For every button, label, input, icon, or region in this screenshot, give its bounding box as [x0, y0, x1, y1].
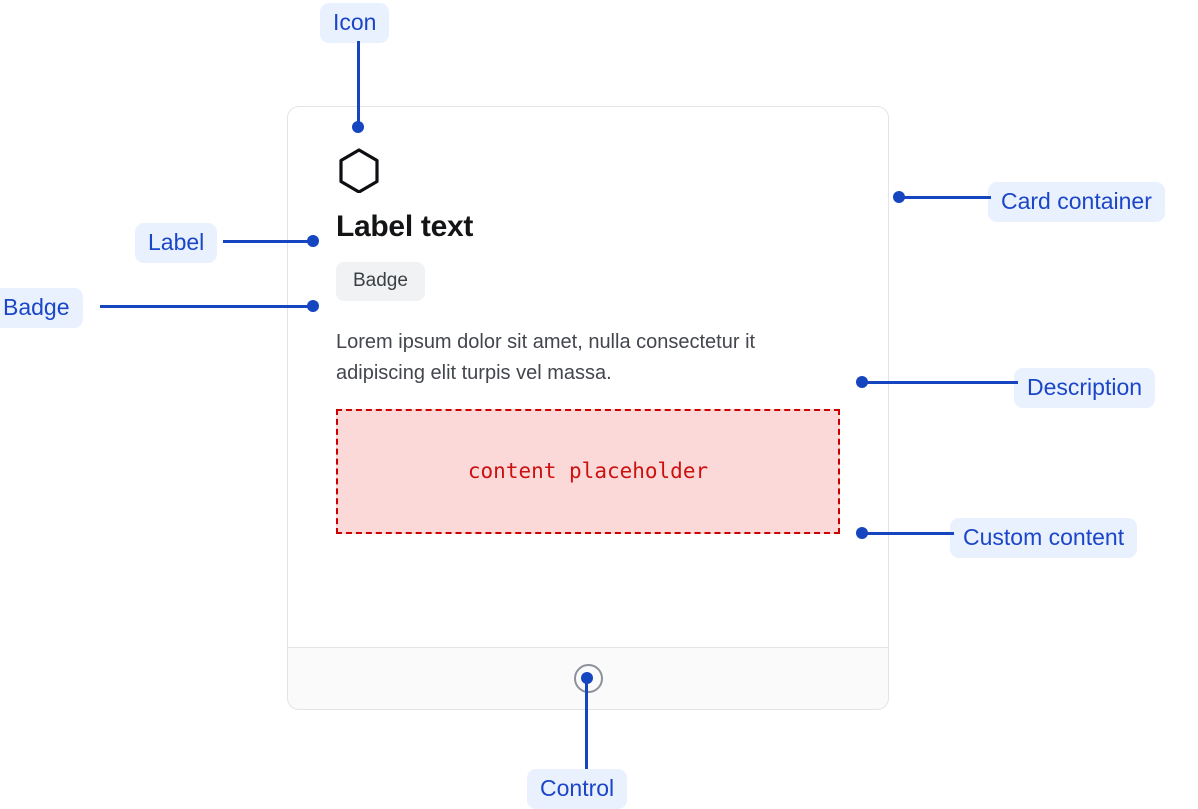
annotation-label-custom-content: Custom content [950, 518, 1138, 559]
annotation-label-badge: Badge [0, 288, 83, 329]
card-description: Lorem ipsum dolor sit amet, nulla consec… [336, 330, 756, 384]
annotation-label-description: Description [1014, 368, 1156, 409]
card-body: Label text Badge Lorem ipsum dolor sit a… [288, 107, 888, 647]
annotation-dot-card-container [893, 191, 905, 203]
annotation-leader-badge [100, 305, 318, 308]
custom-content-placeholder: content placeholder [336, 408, 840, 534]
card-container: Label text Badge Lorem ipsum dolor sit a… [287, 106, 889, 710]
card-title: Label text [336, 210, 474, 243]
hexagon-icon [339, 148, 379, 193]
annotation-label-card-container: Card container [988, 182, 1165, 223]
footer-radio-control[interactable] [573, 664, 603, 693]
placeholder-label: content placeholder [467, 459, 709, 484]
annotation-label-icon: Icon [320, 3, 390, 44]
annotation-leader-card-container [899, 196, 991, 199]
card-footer [288, 647, 888, 709]
annotation-label-label: Label [135, 223, 218, 264]
status-badge: Badge [336, 262, 425, 301]
annotation-label-control: Control [527, 769, 628, 809]
